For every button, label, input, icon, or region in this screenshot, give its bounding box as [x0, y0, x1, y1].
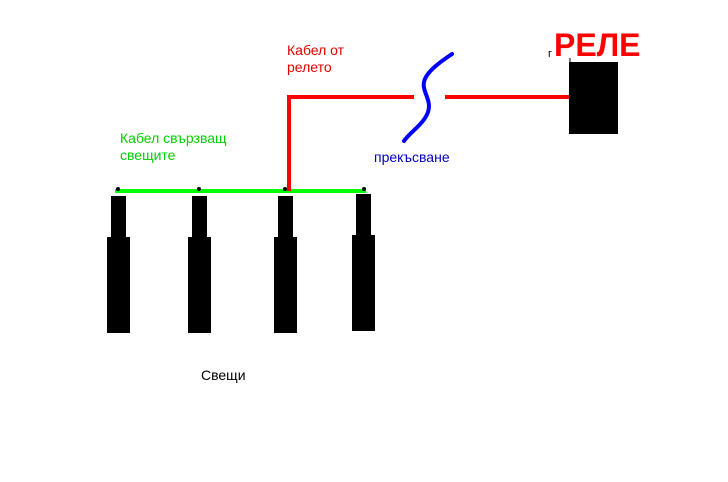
break-label: прекъсване — [374, 149, 450, 165]
spark-plug-1 — [107, 196, 130, 333]
relay-mark: г — [548, 48, 553, 60]
break-squiggle — [402, 52, 454, 143]
spark-plug-4 — [352, 194, 375, 331]
spark-plug-3 — [274, 196, 297, 333]
plugs-label: Свещи — [201, 367, 246, 383]
relay-cable-label: Кабел от релето — [287, 42, 345, 75]
spark-plug-2 — [188, 196, 211, 333]
relay-cable — [287, 95, 569, 191]
connection-dots — [116, 187, 366, 191]
plugs-cable-label: Кабел свързващ свещите — [120, 130, 227, 163]
relay-box — [569, 62, 618, 134]
relay-label: РЕЛЕ — [554, 27, 641, 63]
